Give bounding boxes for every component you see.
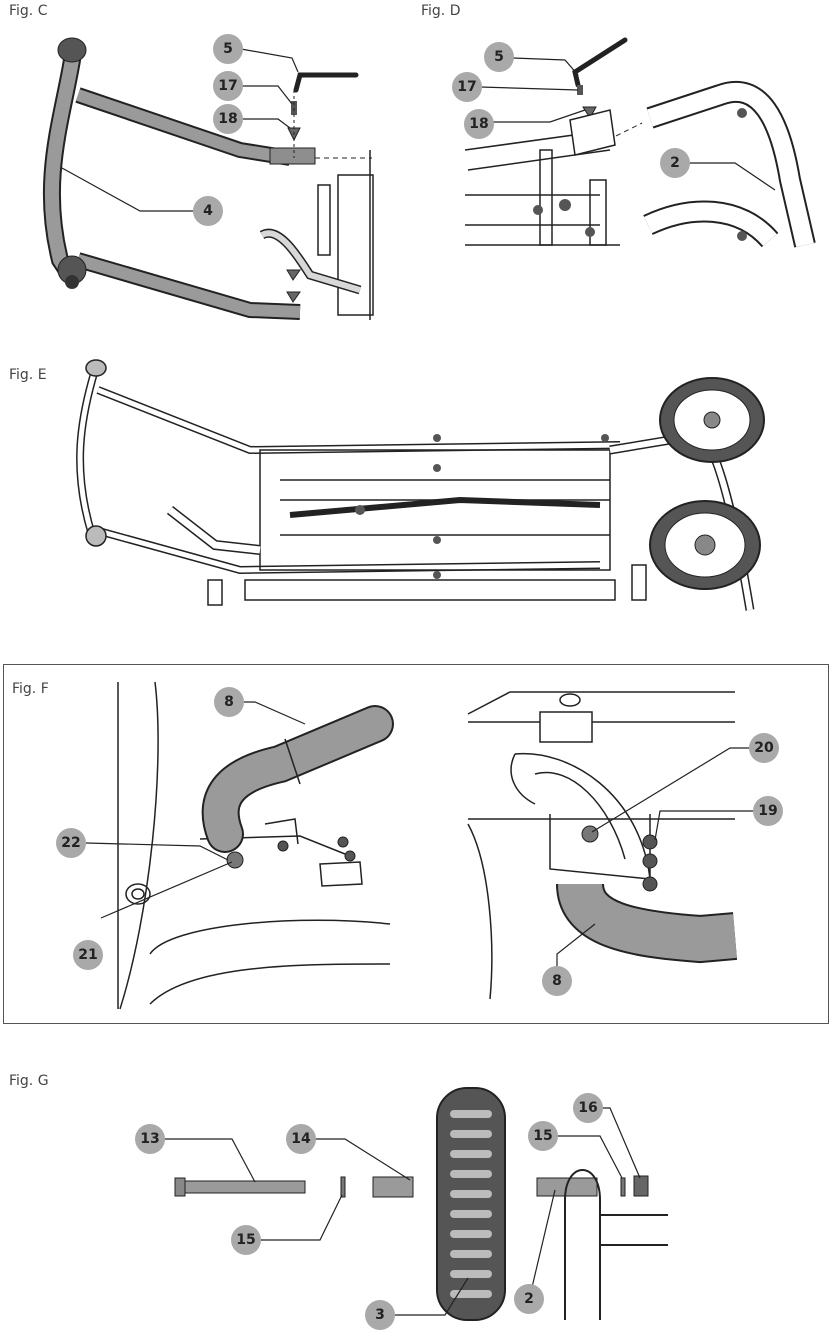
fig-f-panel (3, 664, 829, 1024)
svg-text:18: 18 (469, 116, 488, 132)
fig-g-callout-15-right: 15 (528, 1121, 558, 1151)
fig-f-callout-19: 19 (753, 796, 783, 826)
fig-g-wheel (436, 1087, 506, 1321)
fig-f-callout-8-right: 8 (542, 966, 572, 996)
fig-c-callout-5: 5 (213, 34, 243, 64)
fig-d-callout-17: 17 (452, 72, 482, 102)
fig-g-label: Fig. G (9, 1073, 49, 1089)
svg-text:16: 16 (578, 1100, 597, 1116)
fig-f-right-drawing: 20 19 8 (467, 691, 783, 1000)
fig-c-callout-18: 18 (213, 104, 243, 134)
svg-text:20: 20 (754, 740, 774, 756)
fig-c-callout-4: 4 (193, 196, 223, 226)
fig-d-callout-2: 2 (660, 148, 690, 178)
fig-d-drawing: 5 17 18 2 (452, 37, 816, 248)
fig-g-callout-15-left: 15 (231, 1225, 261, 1255)
fig-g-callout-16: 16 (573, 1093, 603, 1123)
fig-g-callout-2: 2 (514, 1284, 544, 1314)
fig-f-callout-22: 22 (56, 828, 86, 858)
svg-text:21: 21 (78, 947, 97, 963)
svg-text:15: 15 (533, 1128, 552, 1144)
svg-text:17: 17 (218, 78, 237, 94)
svg-text:2: 2 (524, 1291, 534, 1307)
fig-c-callout-17: 17 (213, 71, 243, 101)
svg-text:22: 22 (61, 835, 80, 851)
fig-g-callout-13: 13 (135, 1124, 165, 1154)
svg-text:17: 17 (457, 79, 476, 95)
svg-text:15: 15 (236, 1232, 255, 1248)
svg-text:5: 5 (494, 49, 504, 65)
fig-e-wheel-lower (649, 500, 761, 590)
fig-e-wheel-upper (659, 377, 765, 463)
svg-text:8: 8 (224, 694, 234, 710)
fig-d-callout-5: 5 (484, 42, 514, 72)
svg-text:18: 18 (218, 111, 237, 127)
svg-text:13: 13 (140, 1131, 159, 1147)
svg-text:2: 2 (670, 155, 680, 171)
svg-text:8: 8 (552, 973, 562, 989)
fig-e-drawing (76, 359, 765, 611)
fig-d-label: Fig. D (421, 3, 461, 19)
fig-g-drawing: 13 14 16 15 15 2 3 (135, 1087, 668, 1330)
svg-text:4: 4 (203, 203, 213, 219)
svg-text:14: 14 (291, 1131, 311, 1147)
fig-g-callout-14: 14 (286, 1124, 316, 1154)
fig-g-callout-3: 3 (365, 1300, 395, 1330)
fig-f-callout-21: 21 (73, 940, 103, 970)
fig-f-label: Fig. F (12, 681, 49, 697)
svg-text:5: 5 (223, 41, 233, 57)
fig-f-callout-20: 20 (749, 733, 779, 763)
svg-text:3: 3 (375, 1307, 385, 1323)
fig-f-callout-8-left: 8 (214, 687, 244, 717)
fig-f-left-drawing: 8 22 21 (56, 681, 394, 1010)
fig-c-drawing: 5 17 18 4 (42, 34, 374, 320)
svg-text:19: 19 (758, 803, 777, 819)
fig-c-label: Fig. C (9, 3, 48, 19)
fig-e-label: Fig. E (9, 367, 47, 383)
fig-d-callout-18: 18 (464, 109, 494, 139)
